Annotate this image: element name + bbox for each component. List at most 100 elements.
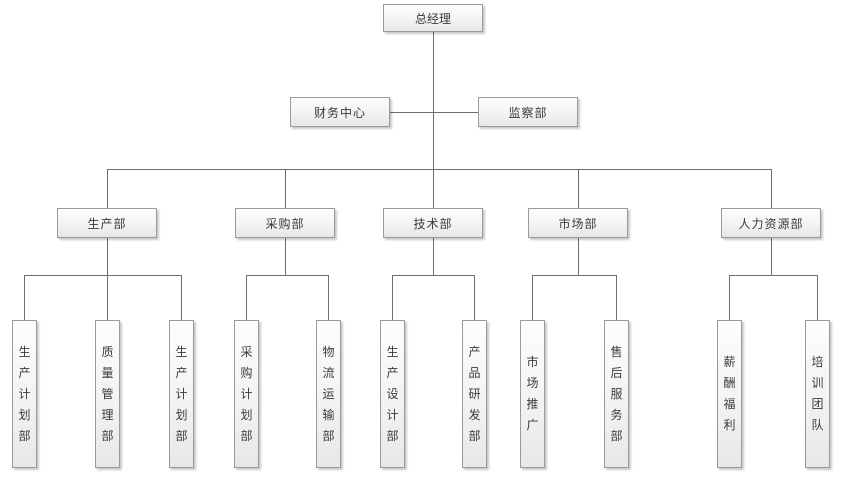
node-label-char: 培 bbox=[811, 355, 824, 369]
node-label-char: 运 bbox=[322, 386, 335, 401]
node-label-char: 划 bbox=[18, 407, 31, 422]
node-label-char: 部 bbox=[386, 428, 399, 443]
connector-drop-hr bbox=[771, 169, 772, 208]
connector-hr-stem bbox=[771, 238, 772, 275]
node-label: 财务中心 bbox=[313, 105, 366, 120]
connector-technology-children bbox=[392, 275, 475, 276]
node-label: 人力资源部 bbox=[738, 216, 804, 231]
node-purchasing-planning[interactable]: 采购计划部 bbox=[234, 320, 259, 468]
connector-drop-marketing bbox=[578, 169, 579, 208]
node-label-char: 划 bbox=[240, 407, 253, 422]
node-technology-dept[interactable]: 技术部 bbox=[383, 208, 483, 238]
connector-production-children bbox=[24, 275, 182, 276]
node-quality-management[interactable]: 质量管理部 bbox=[95, 320, 120, 468]
node-label-char: 场 bbox=[526, 376, 539, 390]
node-production-planning-1[interactable]: 生产计划部 bbox=[12, 320, 37, 468]
node-label-char: 理 bbox=[101, 407, 114, 422]
node-label-char: 输 bbox=[322, 407, 335, 422]
connector-drop-logistics bbox=[328, 275, 329, 320]
node-market-promotion[interactable]: 市场推广 bbox=[520, 320, 545, 468]
node-production-design[interactable]: 生产设计部 bbox=[380, 320, 405, 468]
node-label-char: 计 bbox=[175, 386, 188, 401]
node-purchasing-dept[interactable]: 采购部 bbox=[235, 208, 335, 238]
node-label-char: 划 bbox=[175, 407, 188, 422]
connector-drop-after-sales bbox=[616, 275, 617, 320]
node-label-char: 后 bbox=[610, 365, 623, 380]
connector-drop-production-planning-1 bbox=[24, 275, 25, 320]
node-label-char: 生 bbox=[386, 344, 399, 359]
node-label-char: 计 bbox=[240, 386, 253, 401]
connector-level3-spine bbox=[107, 169, 771, 170]
node-label-char: 部 bbox=[18, 428, 31, 443]
connector-drop-production-design bbox=[392, 275, 393, 320]
node-label-char: 产 bbox=[18, 365, 31, 380]
node-label-char: 购 bbox=[240, 365, 253, 380]
node-label-char: 务 bbox=[610, 407, 623, 422]
connector-drop-production bbox=[107, 169, 108, 208]
node-label: 生产部 bbox=[87, 216, 127, 231]
connector-technology-stem bbox=[433, 238, 434, 275]
connector-drop-purchasing-planning bbox=[246, 275, 247, 320]
connector-drop-purchasing bbox=[285, 169, 286, 208]
connector-hr-children bbox=[729, 275, 818, 276]
node-label-char: 服 bbox=[610, 386, 623, 401]
node-label-char: 队 bbox=[811, 418, 824, 432]
node-label-char: 计 bbox=[386, 407, 399, 422]
node-label-char: 市 bbox=[526, 355, 539, 369]
node-finance-center[interactable]: 财务中心 bbox=[290, 97, 390, 127]
node-supervision-dept[interactable]: 监察部 bbox=[478, 97, 578, 127]
node-label-char: 管 bbox=[101, 386, 114, 401]
node-label-char: 产 bbox=[175, 365, 188, 380]
node-label: 技术部 bbox=[413, 216, 453, 231]
node-label-char: 采 bbox=[240, 344, 253, 359]
connector-drop-market-promotion bbox=[532, 275, 533, 320]
connector-drop-product-rd bbox=[474, 275, 475, 320]
node-label-char: 设 bbox=[386, 386, 399, 401]
node-after-sales-service[interactable]: 售后服务部 bbox=[604, 320, 629, 468]
node-label-char: 发 bbox=[468, 407, 481, 422]
node-label-char: 计 bbox=[18, 386, 31, 401]
connector-root-to-level3 bbox=[433, 31, 434, 208]
connector-marketing-stem bbox=[578, 238, 579, 275]
node-logistics-transport[interactable]: 物流运输部 bbox=[316, 320, 341, 468]
node-product-rd[interactable]: 产品研发部 bbox=[462, 320, 487, 468]
node-label-char: 部 bbox=[175, 428, 188, 443]
node-label-char: 产 bbox=[386, 365, 399, 380]
node-label: 总经理 bbox=[414, 11, 451, 26]
node-label: 采购部 bbox=[265, 216, 305, 231]
connector-level2-horizontal bbox=[390, 112, 478, 113]
node-label-char: 推 bbox=[526, 397, 539, 411]
node-label-char: 研 bbox=[468, 386, 481, 401]
node-training-team[interactable]: 培训团队 bbox=[805, 320, 830, 468]
node-general-manager[interactable]: 总经理 bbox=[383, 4, 483, 32]
node-label-char: 广 bbox=[526, 418, 539, 432]
node-label-char: 物 bbox=[322, 344, 335, 359]
connector-purchasing-children bbox=[246, 275, 329, 276]
node-label-char: 部 bbox=[101, 428, 114, 443]
node-marketing-dept[interactable]: 市场部 bbox=[528, 208, 628, 238]
node-label-char: 酬 bbox=[723, 376, 736, 390]
node-label-char: 产 bbox=[468, 344, 481, 359]
node-label: 市场部 bbox=[558, 216, 598, 231]
node-label-char: 部 bbox=[610, 428, 623, 443]
node-label-char: 部 bbox=[240, 428, 253, 443]
node-label-char: 福 bbox=[723, 397, 736, 411]
node-hr-dept[interactable]: 人力资源部 bbox=[721, 208, 821, 238]
node-label-char: 薪 bbox=[723, 355, 736, 369]
connector-production-stem bbox=[107, 238, 108, 320]
node-label-char: 利 bbox=[723, 418, 736, 432]
node-production-dept[interactable]: 生产部 bbox=[57, 208, 157, 238]
node-label-char: 团 bbox=[811, 397, 824, 411]
connector-purchasing-stem bbox=[285, 238, 286, 275]
node-label-char: 质 bbox=[101, 344, 114, 359]
node-label-char: 生 bbox=[18, 344, 31, 359]
node-label-char: 训 bbox=[811, 376, 824, 390]
node-label-char: 流 bbox=[322, 365, 335, 380]
node-production-planning-2[interactable]: 生产计划部 bbox=[169, 320, 194, 468]
node-label-char: 部 bbox=[322, 428, 335, 443]
connector-drop-compensation bbox=[729, 275, 730, 320]
node-compensation-benefits[interactable]: 薪酬福利 bbox=[717, 320, 742, 468]
connector-marketing-children bbox=[532, 275, 617, 276]
node-label-char: 品 bbox=[468, 365, 481, 380]
